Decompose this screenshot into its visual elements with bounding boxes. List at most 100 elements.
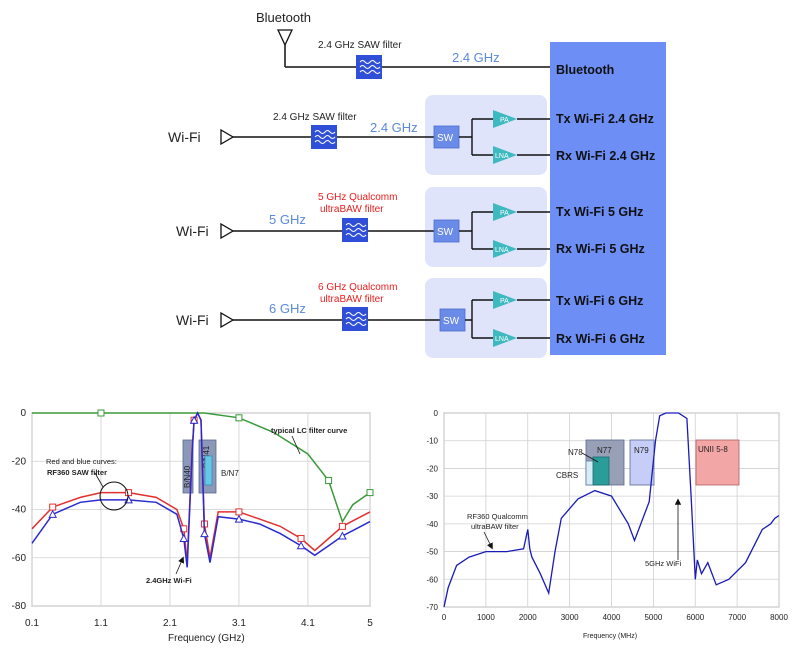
series-marker-0: [366, 489, 374, 497]
wifi24-switch-label: SW: [437, 133, 454, 144]
band-b-n40-label: B/N40: [183, 465, 192, 488]
chart-right-xlabel: Frequency (MHz): [583, 633, 637, 640]
band-n79: [629, 439, 655, 486]
band-n78-leader: [581, 452, 599, 463]
wifi24-saw-filter-icon: [311, 125, 337, 149]
wifi6-pa-label: PA: [500, 298, 509, 305]
series-marker-0: [97, 409, 105, 417]
wifi5-freq-label: 5 GHz: [269, 212, 306, 227]
x-tick-label: 4000: [603, 613, 621, 622]
band-unii-5-8: [695, 439, 740, 486]
wifi24-antenna-icon: [220, 128, 235, 146]
wifi24-branch-wire: [459, 118, 550, 156]
band-n78: [592, 456, 610, 486]
bluetooth-filter-label: 2.4 GHz SAW filter: [318, 40, 402, 51]
chart-right-series: [443, 412, 780, 608]
wifi5-ultrabaw-filter-icon: [342, 218, 368, 242]
y-tick-label: -10: [426, 437, 438, 446]
series-marker-1: [297, 534, 305, 542]
wifi6-lna-icon: [493, 329, 517, 347]
chart-left-xlabel: Frequency (GHz): [168, 633, 245, 644]
wifi6-switch-label: SW: [443, 316, 460, 327]
ultrabaw-note-arrow: [483, 531, 493, 550]
x-tick-label: 0.1: [25, 618, 39, 629]
wifi6-antenna-icon: [220, 311, 235, 329]
wifi6-freq-label: 6 GHz: [269, 301, 306, 316]
x-tick-label: 8000: [770, 613, 788, 622]
wifi24-pa-icon: [493, 110, 517, 128]
wifi6-branch-wire: [465, 299, 550, 339]
series-marker-2: [179, 533, 189, 542]
x-tick-label: 6000: [686, 613, 704, 622]
wifi5-lna-label: LNA: [495, 247, 509, 254]
x-tick-label: 0: [442, 613, 447, 622]
x-tick-label: 2.1: [163, 618, 177, 629]
bluetooth-antenna-label: Bluetooth: [256, 10, 311, 25]
band-cbrs-label: CBRS: [556, 471, 578, 480]
series-line-0: [443, 412, 780, 608]
wifi24-antenna-label: Wi-Fi: [168, 129, 201, 145]
ultrabaw-note-line-1: RF360 Qualcomm: [467, 512, 528, 521]
x-tick-label: 3000: [561, 613, 579, 622]
y-tick-label: -50: [426, 548, 438, 557]
wifi24-freq-label: 2.4 GHz: [370, 120, 418, 135]
y-tick-label: 0: [434, 409, 439, 418]
chart-right-grid: [443, 412, 780, 608]
band-b-n7: [204, 455, 213, 486]
series-line-0: [32, 412, 371, 524]
x-tick-label: 1000: [477, 613, 495, 622]
y-tick-label: -80: [12, 601, 27, 612]
wifi5-pa-icon: [493, 203, 517, 221]
wifi24-note: 2.4GHz Wi-Fi: [146, 576, 192, 585]
band-n79-label: N79: [634, 446, 649, 455]
chart-left-series: [31, 409, 374, 568]
band-n78-label: N78: [568, 448, 583, 457]
wifi5-filter-label-2: ultraBAW filter: [320, 204, 384, 215]
wifi5-switch-group: [425, 187, 547, 267]
x-tick-label: 1.1: [94, 618, 108, 629]
wifi5-tx-label: Tx Wi-Fi 5 GHz: [556, 205, 643, 219]
series-marker-2: [296, 541, 306, 550]
band-n77-label: N77: [597, 446, 612, 455]
wifi5-antenna-label: Wi-Fi: [176, 223, 209, 239]
wifi6-lna-label: LNA: [495, 336, 509, 343]
wifi5-note: 5GHz WiFi: [645, 559, 682, 568]
wifi5-filter-label-1: 5 GHz Qualcomm: [318, 192, 397, 203]
y-tick-label: -40: [12, 505, 27, 516]
curve-note-line-2: RF360 SAW filter: [47, 468, 107, 477]
bluetooth-output-label: Bluetooth: [556, 63, 614, 77]
series-marker-1: [338, 522, 346, 530]
lc-curve-note: typical LC filter curve: [271, 426, 347, 435]
ultrabaw-note-line-2: ultraBAW filter: [471, 522, 519, 531]
series-marker-2: [48, 509, 58, 518]
series-marker-2: [200, 529, 209, 538]
y-tick-label: 0: [20, 408, 26, 419]
wifi6-antenna-label: Wi-Fi: [176, 312, 209, 328]
band-unii-5-8-label: UNII 5-8: [698, 445, 728, 454]
series-marker-2: [189, 415, 199, 424]
y-tick-label: -60: [426, 575, 438, 584]
bluetooth-saw-filter-icon: [356, 55, 382, 79]
x-tick-label: 7000: [728, 613, 746, 622]
y-tick-label: -20: [426, 464, 438, 473]
wifi24-pa-label: PA: [500, 117, 509, 124]
wifi5-rx-label: Rx Wi-Fi 5 GHz: [556, 242, 645, 256]
wifi5-antenna-icon: [220, 222, 235, 240]
series-marker-0: [325, 477, 333, 485]
lc-curve-leader: [291, 435, 301, 455]
rf-block-diagram: Bluetooth 2.4 GHz SAW filter 2.4 GHz Blu…: [168, 10, 666, 358]
curve-note-line-1: Red and blue curves:: [46, 457, 117, 466]
series-marker-2: [234, 514, 244, 523]
x-tick-label: 5: [367, 618, 373, 629]
wifi5-switch-label: SW: [437, 227, 454, 238]
wifi5-lna-icon: [493, 240, 517, 258]
series-marker-0: [235, 414, 243, 422]
wifi6-ultrabaw-filter-icon: [342, 307, 368, 331]
bluetooth-antenna-icon: [276, 29, 294, 67]
y-tick-label: -30: [426, 492, 438, 501]
x-tick-label: 3.1: [232, 618, 246, 629]
